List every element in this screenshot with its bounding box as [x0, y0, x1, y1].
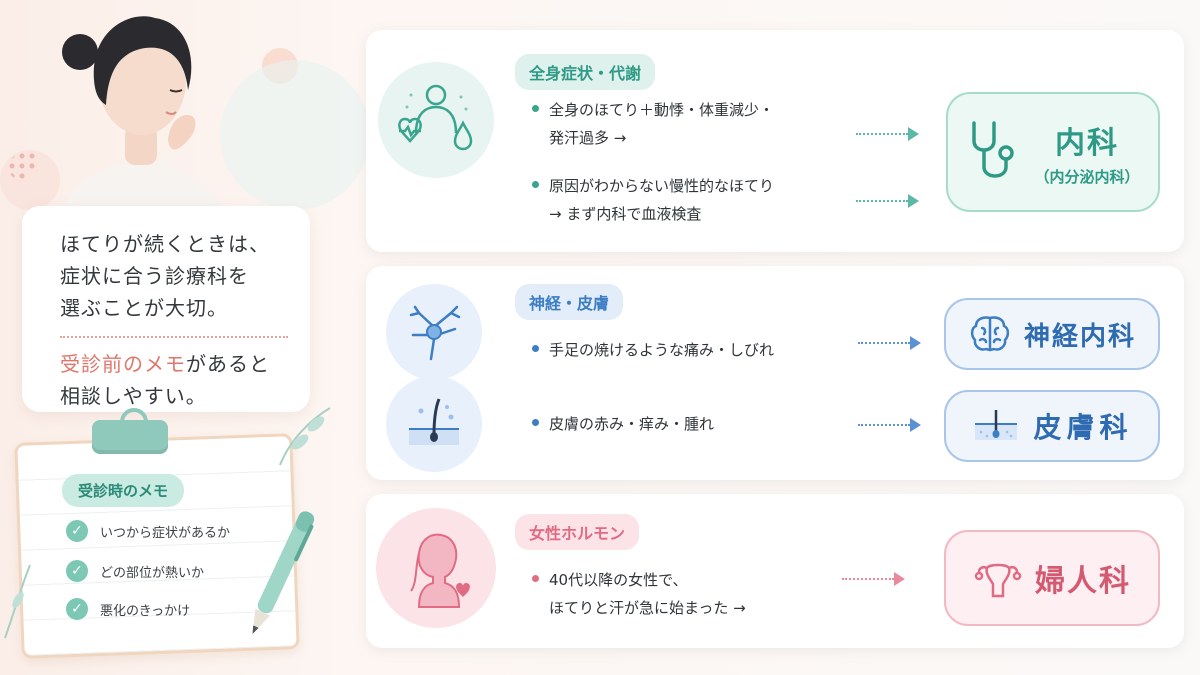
uterus-icon — [974, 563, 1022, 598]
bullet-dot — [532, 419, 539, 426]
bullet-text: 原因がわからない慢性的なほてり — [549, 177, 775, 195]
dept-internal-medicine[interactable]: 内科 （内分泌内科） — [946, 92, 1160, 212]
memo-title: 受診時のメモ — [62, 474, 185, 507]
metabolic-icon-circle — [378, 62, 494, 178]
check-icon: ✓ — [66, 520, 88, 542]
memo-item-text: いつから症状があるか — [100, 525, 231, 541]
decor-blob — [0, 150, 60, 210]
dept-subname: （内分泌内科） — [1034, 167, 1140, 186]
thinking-woman-illustration — [60, 16, 230, 230]
neuron-icon — [409, 305, 461, 361]
woman-icon-circle — [376, 508, 496, 628]
bullet-text-cont: 発汗過多 → — [549, 129, 627, 147]
dept-name: 婦人科 — [1035, 564, 1131, 599]
bullet-dot — [532, 575, 539, 582]
speech-highlight-rest: があると — [186, 352, 270, 376]
leaf-decor — [4, 564, 31, 639]
check-icon: ✓ — [66, 598, 88, 620]
check-icon: ✓ — [66, 560, 88, 582]
arrow-icon — [858, 418, 921, 432]
arrow-icon — [842, 572, 905, 586]
woman-silhouette-icon — [410, 533, 470, 608]
dept-name-group: 内科 （内分泌内科） — [1034, 118, 1139, 187]
advice-speech-bubble: ほてりが続くときは、 症状に合う診療科を 選ぶことが大切。 受診前のメモがあると… — [22, 206, 310, 412]
stethoscope-icon — [972, 121, 1015, 178]
bullet-text: 皮膚の赤み・痒み・腫れ — [549, 415, 715, 433]
category-label-nerve-skin: 神経・皮膚 — [515, 284, 624, 320]
skin-layer-icon — [975, 410, 1018, 440]
decor-blob — [220, 60, 370, 210]
bullet-text: 全身のほてり＋動悸・体重減少・ — [549, 101, 775, 119]
category-label-metabolic: 全身症状・代謝 — [515, 54, 656, 90]
memo-item: ✓ いつから症状があるか — [66, 520, 230, 542]
speech-line: 相談しやすい。 — [60, 384, 207, 408]
arrow-icon — [856, 194, 919, 208]
symptom-bullet: 原因がわからない慢性的なほてり → まず内科で血液検査 — [532, 172, 774, 228]
symptom-bullet: 40代以降の女性で、 ほてりと汗が急に始まった → — [532, 566, 746, 622]
clipboard-clip — [92, 408, 168, 454]
bullet-dot — [532, 345, 539, 352]
dept-neurology[interactable]: 神経内科 — [944, 298, 1160, 370]
dept-name: 皮膚科 — [1033, 411, 1133, 444]
category-label-hormone: 女性ホルモン — [515, 514, 640, 550]
dept-name: 内科 — [1054, 125, 1119, 161]
memo-item-text: 悪化のきっかけ — [100, 603, 191, 619]
bullet-text-cont: → まず内科で血液検査 — [549, 205, 702, 223]
brain-icon — [970, 316, 1010, 352]
arrow-icon — [858, 336, 921, 350]
dotted-divider — [60, 336, 288, 338]
bullet-text-cont: ほてりと汗が急に始まった → — [549, 599, 746, 617]
dept-dermatology[interactable]: 皮膚科 — [944, 390, 1160, 462]
memo-item: ✓ どの部位が熱いか — [66, 560, 204, 582]
leaf-decor — [279, 407, 331, 466]
arrow-icon — [856, 127, 919, 141]
speech-line: 選ぶことが大切。 — [60, 296, 228, 320]
dept-name: 神経内科 — [1023, 321, 1136, 352]
memo-item-text: どの部位が熱いか — [100, 565, 205, 581]
symptom-bullet: 手足の焼けるような痛み・しびれ — [532, 336, 774, 364]
skin-hair-icon — [409, 398, 459, 445]
speech-highlight: 受診前のメモ — [60, 352, 186, 376]
bullet-dot — [532, 181, 539, 188]
dept-gynecology[interactable]: 婦人科 — [944, 530, 1160, 626]
bullet-dot — [532, 105, 539, 112]
speech-line: ほてりが続くときは、 — [60, 232, 270, 256]
speech-line: 症状に合う診療科を — [60, 264, 249, 288]
speech-line: 受診前のメモがあると — [60, 348, 290, 380]
person-heart-drop-icon — [398, 84, 473, 151]
skin-icon-circle — [386, 376, 482, 472]
bullet-text: 40代以降の女性で、 — [549, 571, 688, 589]
pen-icon — [252, 511, 315, 634]
bullet-text: 手足の焼けるような痛み・しびれ — [549, 341, 775, 359]
symptom-bullet: 全身のほてり＋動悸・体重減少・ 発汗過多 → — [532, 96, 774, 152]
symptom-bullet: 皮膚の赤み・痒み・腫れ — [532, 410, 714, 438]
neuron-icon-circle — [386, 284, 482, 380]
memo-item: ✓ 悪化のきっかけ — [66, 598, 190, 620]
